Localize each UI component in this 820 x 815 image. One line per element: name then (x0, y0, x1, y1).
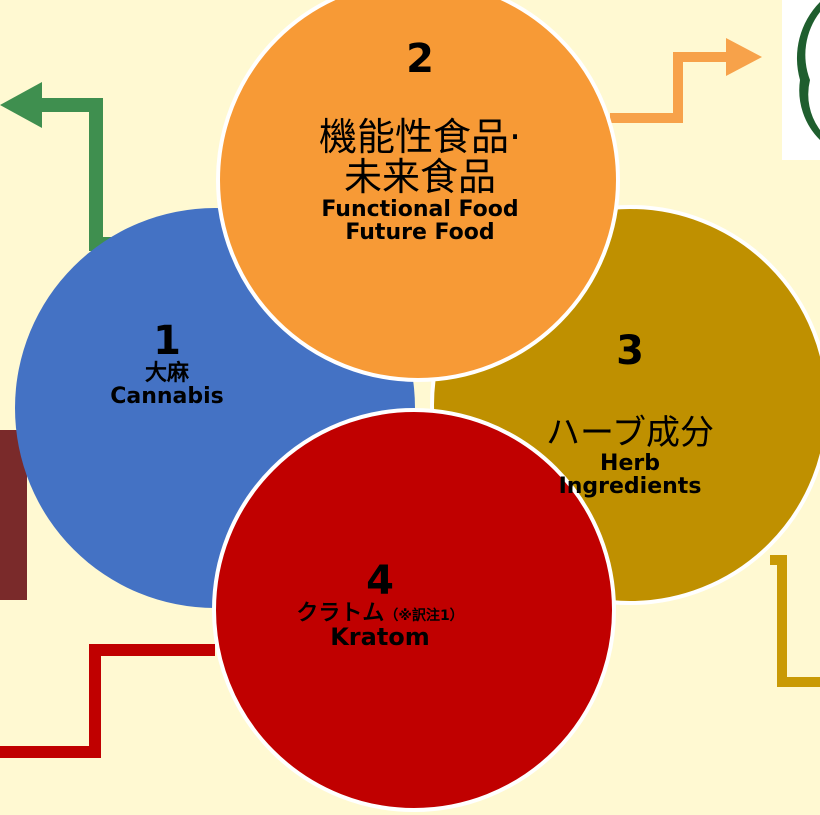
circle-functional-food (216, 0, 620, 382)
cannabis-ja: 大麻 (144, 361, 189, 386)
functional-en-line2: Future Food (345, 219, 495, 245)
label-functional-food: 2 機能性食品· 未来食品 Functional Food Future Foo… (250, 38, 590, 244)
label-cannabis: 1 大麻 Cannabis (62, 320, 272, 408)
functional-ja-line1: 機能性食品· (318, 115, 522, 159)
green-arrowhead (0, 82, 42, 128)
kratom-number: 4 (366, 558, 394, 604)
gold-arrow (770, 555, 820, 687)
functional-en-line1: Functional Food (321, 196, 519, 222)
herb-en-line2: Ingredients (558, 473, 702, 499)
kratom-ja: クラトム (296, 601, 385, 626)
herb-en-line1: Herb (600, 450, 660, 476)
herb-ja: ハーブ成分 (546, 413, 714, 453)
label-herb: 3 ハーブ成分 Herb Ingredients (500, 330, 760, 498)
herb-number: 3 (616, 328, 644, 374)
circle-kratom (212, 408, 616, 812)
kratom-note: （※訳注1） (384, 608, 464, 624)
cannabis-number: 1 (153, 318, 181, 364)
label-kratom: 4 クラトム（※訳注1） Kratom (230, 560, 530, 650)
cannabis-en: Cannabis (110, 384, 224, 410)
orange-arrow (610, 52, 730, 123)
kratom-en: Kratom (330, 623, 430, 652)
red-arrow (0, 644, 215, 758)
functional-ja-line2: 未来食品 (343, 154, 496, 199)
orange-arrowhead (726, 38, 762, 76)
functional-number: 2 (406, 36, 434, 82)
emblem-image (782, 0, 820, 160)
